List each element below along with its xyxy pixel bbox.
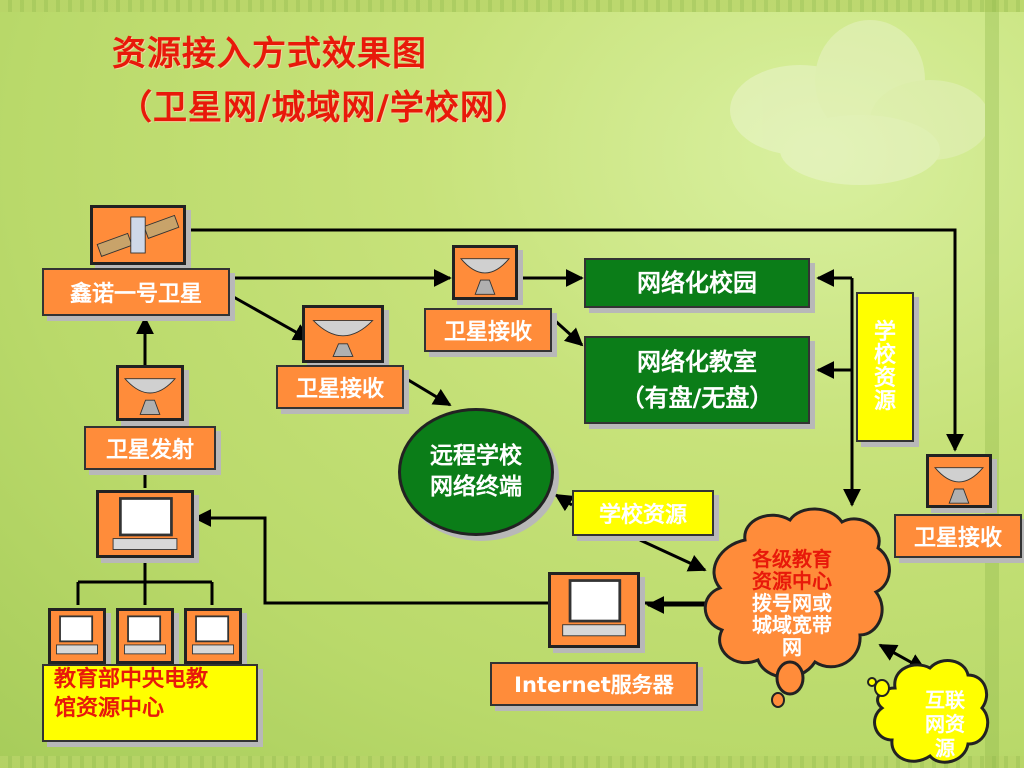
cloud-label: 各级教育 资源中心 拨号网或 城域宽带 网	[722, 548, 862, 658]
receive-box-1: 卫星接收	[276, 365, 404, 409]
school-resources-vertical: 学 校 资 源	[856, 292, 914, 442]
classroom-box: 网络化教室 （有盘/无盘）	[584, 336, 810, 424]
computer-icon	[548, 572, 640, 648]
computer-icon	[48, 608, 106, 664]
title-line-2: （卫星网/城域网/学校网）	[118, 88, 530, 128]
campus-box: 网络化校园	[584, 258, 810, 308]
remote-line-2: 网络终端	[430, 474, 522, 500]
dish-icon	[452, 245, 518, 300]
receive-box-2: 卫星接收	[424, 308, 552, 352]
internet-line-1: 互联	[925, 688, 965, 712]
internet-server-box: Internet服务器	[490, 662, 698, 706]
school-resources-horizontal: 学校资源	[572, 490, 714, 536]
school-resources-char-1: 学	[873, 319, 896, 345]
center-line-1: 教育部中央电教	[54, 667, 209, 692]
internet-resources-label: 互联 网资 源	[900, 688, 990, 760]
school-resources-char-2: 校	[873, 342, 896, 368]
center-line-2: 馆资源中心	[54, 695, 165, 721]
cloud-line-3: 拨号网或	[752, 591, 832, 615]
central-resource-center-box: 教育部中央电教 馆资源中心	[42, 664, 258, 742]
school-resources-char-4: 源	[873, 389, 896, 415]
internet-line-3: 源	[935, 736, 955, 760]
cloud-line-1: 各级教育	[752, 547, 832, 571]
school-resources-char-3: 资	[873, 366, 896, 391]
satellite-box: 鑫诺一号卫星	[42, 268, 230, 316]
bottom-border	[0, 756, 1024, 768]
cloud-line-5: 网	[782, 635, 802, 659]
computer-icon	[184, 608, 242, 664]
remote-line-1: 远程学校	[430, 442, 522, 469]
dish-icon	[926, 454, 992, 508]
receive-box-3: 卫星接收	[894, 514, 1022, 558]
transmit-box: 卫星发射	[84, 426, 216, 470]
dish-icon	[116, 365, 184, 421]
dish-icon	[302, 305, 384, 363]
title-line-1: 资源接入方式效果图	[112, 34, 427, 74]
remote-school-terminal: 远程学校网络终端	[398, 408, 554, 536]
top-border	[0, 0, 1024, 12]
computer-icon	[96, 490, 194, 558]
satellite-icon	[90, 205, 186, 265]
internet-line-2: 网资	[925, 712, 965, 736]
cloud-line-4: 城域宽带	[752, 613, 832, 637]
classroom-line-1: 网络化教室	[637, 348, 757, 376]
computer-icon	[116, 608, 174, 664]
cloud-line-2: 资源中心	[752, 569, 832, 593]
classroom-line-2: （有盘/无盘）	[620, 384, 774, 412]
